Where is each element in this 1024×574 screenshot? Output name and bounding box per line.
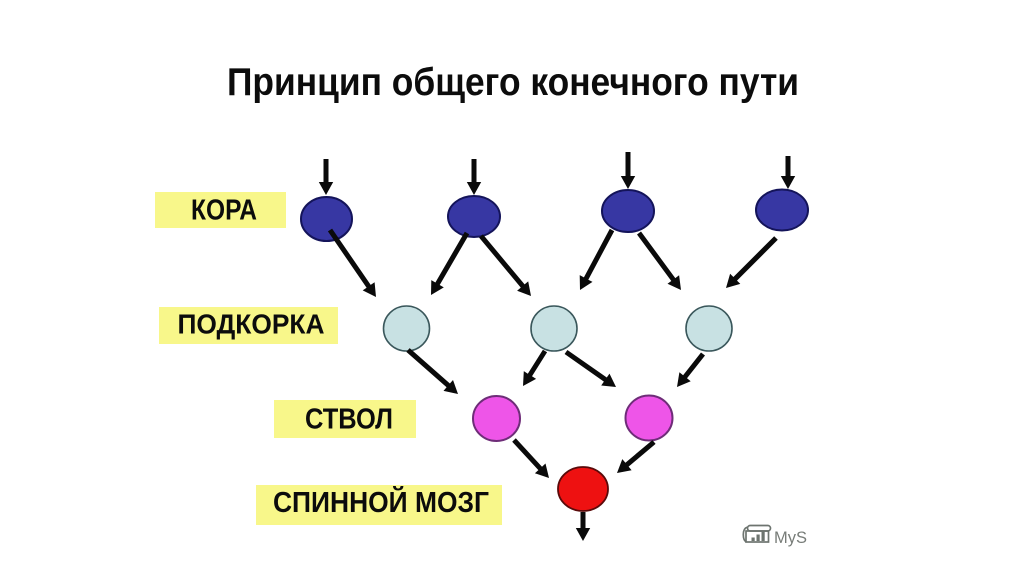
svg-text:ПОДКОРКА: ПОДКОРКА [178, 309, 325, 340]
svg-text:КОРА: КОРА [191, 195, 257, 227]
svg-text:СПИННОЙ МОЗГ: СПИННОЙ МОЗГ [273, 486, 489, 519]
svg-text:MyS: MyS [774, 529, 807, 547]
svg-text:СТВОЛ: СТВОЛ [305, 404, 393, 436]
svg-text:Принцип общего конечного пути: Принцип общего конечного пути [227, 61, 799, 104]
